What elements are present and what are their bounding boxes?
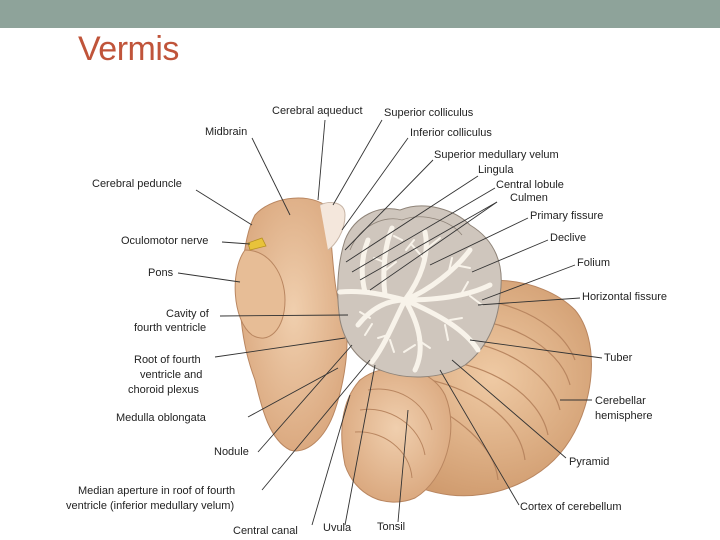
brainstem-shape xyxy=(234,197,348,452)
leader-lines xyxy=(177,119,603,526)
label-superior-medullary-velum: Superior medullary velum xyxy=(434,149,559,161)
label-oculomotor-nerve: Oculomotor nerve xyxy=(121,235,208,247)
diagram-labels: Cerebral aqueduct Superior colliculus Mi… xyxy=(66,105,667,537)
label-primary-fissure: Primary fissure xyxy=(530,210,603,222)
label-culmen: Culmen xyxy=(510,192,548,204)
label-declive: Declive xyxy=(550,232,586,244)
label-root-line2: ventricle and xyxy=(140,369,202,381)
label-pons: Pons xyxy=(148,267,174,279)
label-root-line1: Root of fourth xyxy=(134,354,201,366)
label-nodule: Nodule xyxy=(214,446,249,458)
label-cortex-of-cerebellum: Cortex of cerebellum xyxy=(520,501,622,513)
label-cavity-line1: Cavity of xyxy=(166,308,210,320)
label-superior-colliculus: Superior colliculus xyxy=(384,107,474,119)
vermis-arbor-vitae-shape xyxy=(337,205,502,378)
label-root-line3: choroid plexus xyxy=(128,384,199,396)
label-medulla-oblongata: Medulla oblongata xyxy=(116,412,207,424)
label-lingula: Lingula xyxy=(478,164,514,176)
label-cerebellar-line1: Cerebellar xyxy=(595,395,646,407)
oculomotor-nerve-shape xyxy=(247,237,267,251)
label-central-canal: Central canal xyxy=(233,525,298,537)
label-folium: Folium xyxy=(577,257,610,269)
label-central-lobule: Central lobule xyxy=(496,179,564,191)
label-median-line1: Median aperture in roof of fourth xyxy=(78,485,235,497)
title-bar-band xyxy=(0,0,720,28)
label-cerebral-aqueduct: Cerebral aqueduct xyxy=(272,105,363,117)
label-inferior-colliculus: Inferior colliculus xyxy=(410,127,492,139)
label-cerebellar-line2: hemisphere xyxy=(595,410,652,422)
label-cerebral-peduncle: Cerebral peduncle xyxy=(92,178,182,190)
label-uvula: Uvula xyxy=(323,522,352,534)
label-horizontal-fissure: Horizontal fissure xyxy=(582,291,667,303)
label-tonsil: Tonsil xyxy=(377,521,405,533)
slide-title: Vermis xyxy=(78,30,179,68)
label-median-line2: ventricle (inferior medullary velum) xyxy=(66,500,234,512)
label-pyramid: Pyramid xyxy=(569,456,609,468)
label-midbrain: Midbrain xyxy=(205,126,247,138)
label-cavity-line2: fourth ventricle xyxy=(134,322,206,334)
label-tuber: Tuber xyxy=(604,352,633,364)
